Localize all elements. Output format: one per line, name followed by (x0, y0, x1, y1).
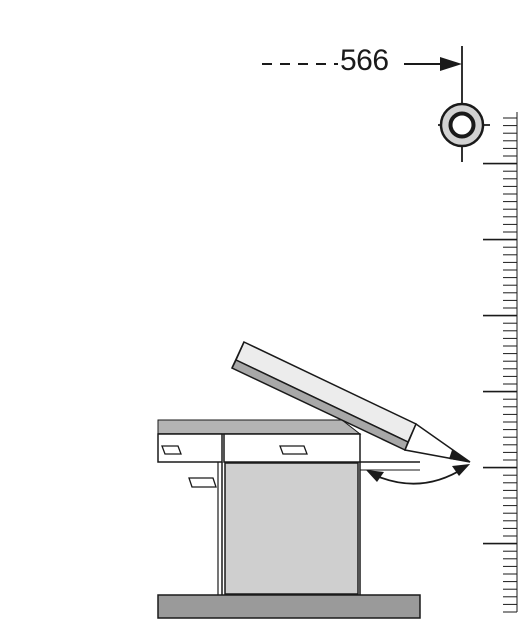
left-cabinet (157, 433, 223, 595)
middle-drawer-handle-icon (279, 445, 308, 455)
left-drawer-handle-icon (161, 445, 182, 455)
pencil-lead (449, 450, 470, 462)
vertical-ruler (483, 112, 518, 613)
right-cabinet (360, 461, 420, 471)
pencil-icon (230, 340, 471, 463)
crosshair-target-icon (438, 102, 490, 148)
left-door-handle-icon (188, 477, 217, 488)
swing-double-arrow (366, 464, 470, 485)
dishwasher (224, 462, 361, 595)
worktop-top-surface (157, 419, 362, 435)
dishwasher-panel (224, 462, 359, 595)
middle-cabinet (223, 433, 361, 463)
dimension-value-label: 566 (340, 44, 389, 77)
dimension-arrow-head (440, 57, 462, 71)
worktop (157, 419, 362, 435)
plinth (157, 594, 421, 619)
